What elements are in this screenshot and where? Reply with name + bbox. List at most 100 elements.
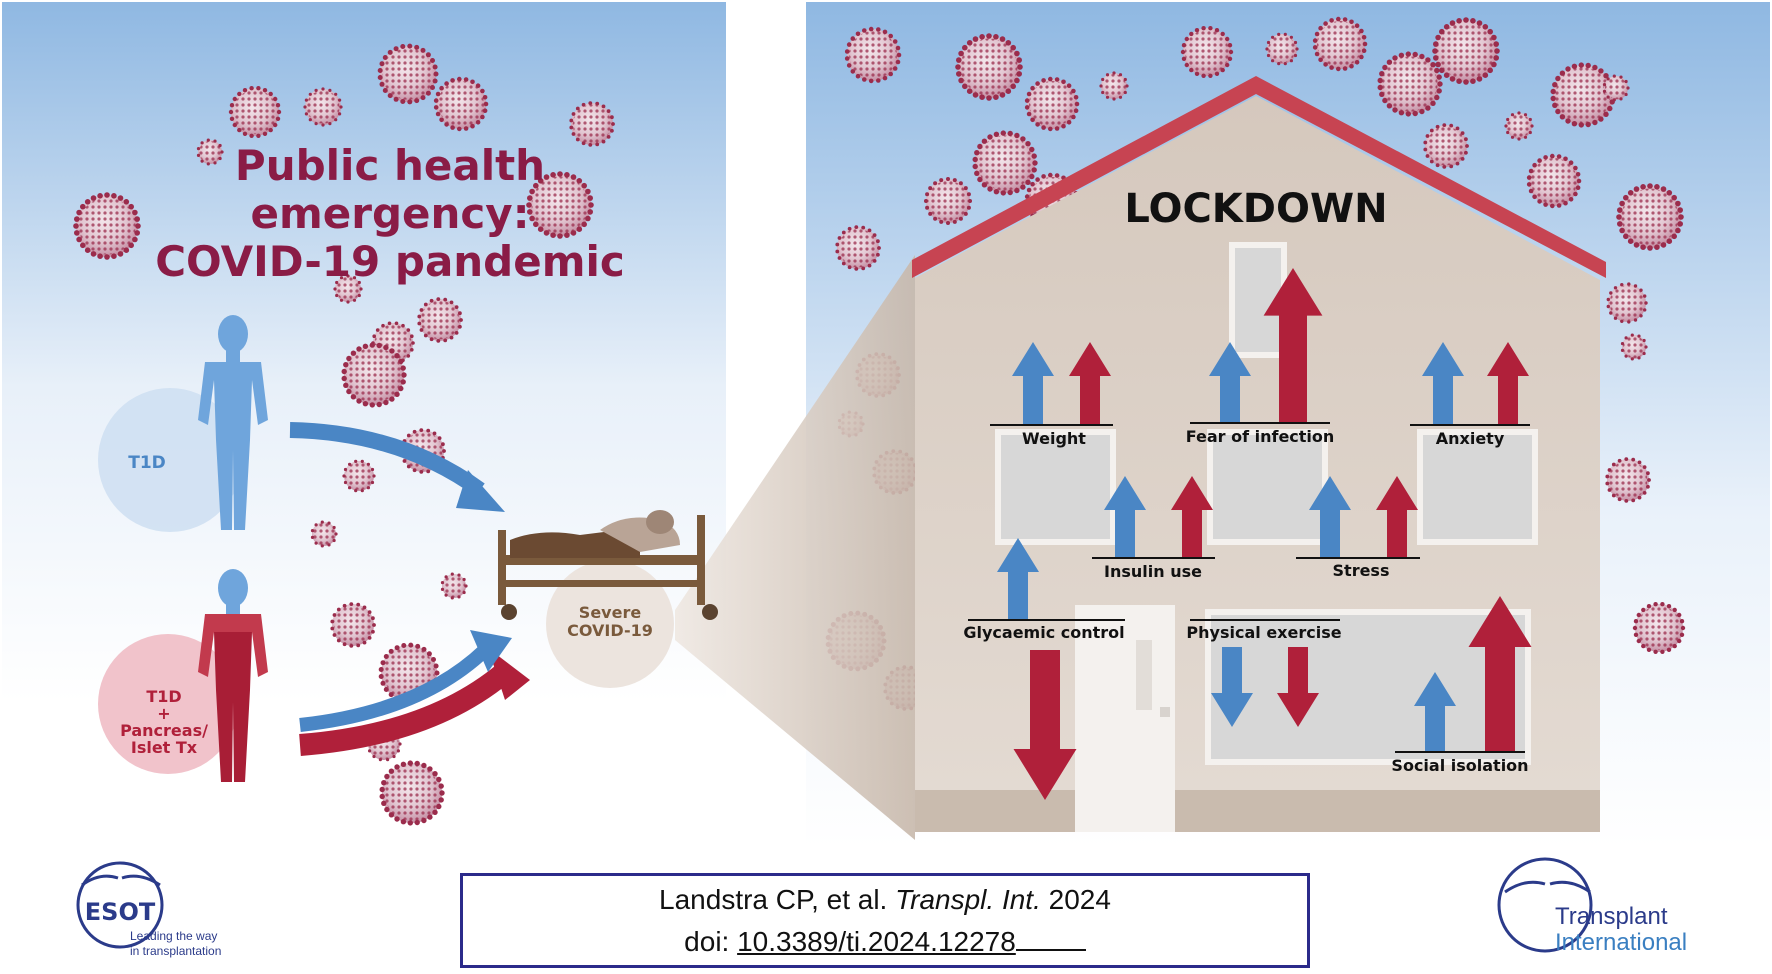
tx-label-line-2: + — [157, 704, 170, 723]
virus-particle — [569, 101, 615, 147]
tx-label-line-4: Islet Tx — [131, 738, 198, 757]
citation-authors: Landstra CP, et al. — [659, 884, 896, 915]
virus-particle — [1432, 17, 1500, 85]
virus-particle — [1312, 16, 1368, 72]
virus-particle — [440, 572, 468, 600]
virus-particle — [526, 171, 594, 239]
weight-blue-arrow — [1012, 342, 1054, 424]
virus-particle — [73, 192, 141, 260]
covid-label-line-1: Severe — [579, 603, 642, 622]
isolation-blue-arrow — [1414, 672, 1456, 751]
ti-line-2: International — [1555, 929, 1687, 956]
virus-particle — [333, 274, 363, 304]
arrow-tx-red — [299, 663, 513, 756]
covid-label-line-2: COVID-19 — [567, 621, 653, 640]
glycaemic-blue-arrow — [997, 538, 1039, 619]
virus-particle — [341, 342, 407, 408]
doi-underline-tail — [1015, 929, 1086, 951]
virus-particle — [1099, 71, 1129, 101]
virus-particle — [1620, 333, 1648, 361]
label-weight: Weight — [1022, 429, 1086, 448]
label-glycaemic: Glycaemic control — [963, 623, 1124, 642]
virus-particle — [1632, 602, 1686, 654]
virus-particle — [1616, 183, 1684, 251]
lockdown-title: LOCKDOWN — [1124, 186, 1387, 232]
t1d-label: T1D — [128, 453, 166, 473]
tx-label-line-1: T1D — [146, 687, 181, 706]
virus-particle — [228, 86, 282, 138]
label-stress: Stress — [1333, 561, 1390, 580]
virus-particle — [1602, 74, 1630, 102]
virus-particle — [972, 130, 1038, 196]
weight-red-arrow — [1069, 342, 1111, 424]
left-title-line-2: emergency: — [251, 189, 530, 238]
fear-red-arrow — [1263, 268, 1323, 422]
person-tx — [198, 569, 268, 782]
insulin-red-arrow — [1171, 476, 1213, 557]
citation-year: 2024 — [1040, 884, 1111, 915]
virus-particle — [330, 602, 376, 648]
ti-line-1: Transplant — [1555, 903, 1668, 930]
transplant-international-logo: Transplant International — [1497, 857, 1687, 956]
virus-particle — [1606, 282, 1648, 324]
house-door — [1075, 605, 1175, 832]
citation-line-2: doi: 10.3389/ti.2024.12278 — [463, 926, 1307, 958]
tx-label-line-3: Pancreas/ — [120, 721, 208, 740]
virus-particle — [342, 459, 376, 493]
esot-tagline-1: Leading the way — [130, 929, 217, 943]
window-right — [1417, 429, 1538, 545]
label-insulin: Insulin use — [1104, 562, 1202, 581]
glycaemic-red-arrow — [1013, 650, 1077, 800]
virus-particle — [955, 33, 1023, 101]
virus-particle — [924, 177, 972, 225]
doi-link[interactable]: 10.3389/ti.2024.12278 — [737, 926, 1016, 957]
arrow-tx-blue — [299, 644, 490, 732]
effect-arrows — [997, 268, 1532, 800]
virus-particle — [310, 520, 338, 548]
house — [912, 76, 1606, 832]
exercise-red-arrow — [1277, 647, 1319, 727]
insulin-blue-arrow — [1104, 476, 1146, 557]
person-t1d — [198, 315, 268, 530]
virus-particle — [835, 225, 881, 271]
virus-particle — [377, 43, 439, 105]
virus-particle — [1526, 153, 1582, 209]
anxiety-blue-arrow — [1422, 342, 1464, 424]
arrow-t1d-to-covid — [289, 422, 485, 497]
virus-particle — [1423, 123, 1469, 169]
citation-journal: Transpl. Int. — [895, 884, 1041, 915]
left-title-line-3: COVID-19 pandemic — [155, 237, 625, 286]
label-isolation: Social isolation — [1391, 756, 1528, 775]
arrow-t1d-head — [456, 470, 505, 512]
esot-hands-icon — [81, 874, 161, 887]
left-title-line-1: Public health — [235, 141, 545, 190]
esot-logo: ESOT Leading the way in transplantation — [76, 861, 221, 958]
stress-blue-arrow — [1309, 476, 1351, 557]
virus-particle — [379, 760, 445, 826]
virus-particle — [417, 297, 463, 343]
arrow-tx-red-head — [488, 648, 530, 700]
virus-particle — [1550, 62, 1616, 128]
esot-name: ESOT — [85, 898, 156, 926]
doi-prefix: doi: — [684, 926, 738, 957]
label-exercise: Physical exercise — [1186, 623, 1341, 642]
fear-blue-arrow — [1209, 342, 1251, 422]
anxiety-red-arrow — [1487, 342, 1529, 424]
isolation-red-arrow — [1468, 596, 1532, 751]
house-foundation — [915, 790, 1600, 832]
virus-particle — [1605, 457, 1651, 503]
window-bottom — [1205, 609, 1531, 765]
covid-circle — [546, 560, 674, 688]
arrow-tx-blue-head — [470, 630, 512, 672]
label-fear: Fear of infection — [1186, 427, 1335, 446]
virus-particle — [1265, 32, 1299, 66]
zoom-beam — [675, 255, 915, 840]
ti-hands-icon — [1504, 880, 1591, 894]
virus-particle — [844, 26, 902, 84]
virus-particle — [303, 87, 343, 127]
esot-tagline-2: in transplantation — [130, 944, 221, 958]
virus-particle — [1024, 76, 1080, 132]
window-middle — [1207, 429, 1328, 545]
virus-particle — [196, 138, 224, 166]
